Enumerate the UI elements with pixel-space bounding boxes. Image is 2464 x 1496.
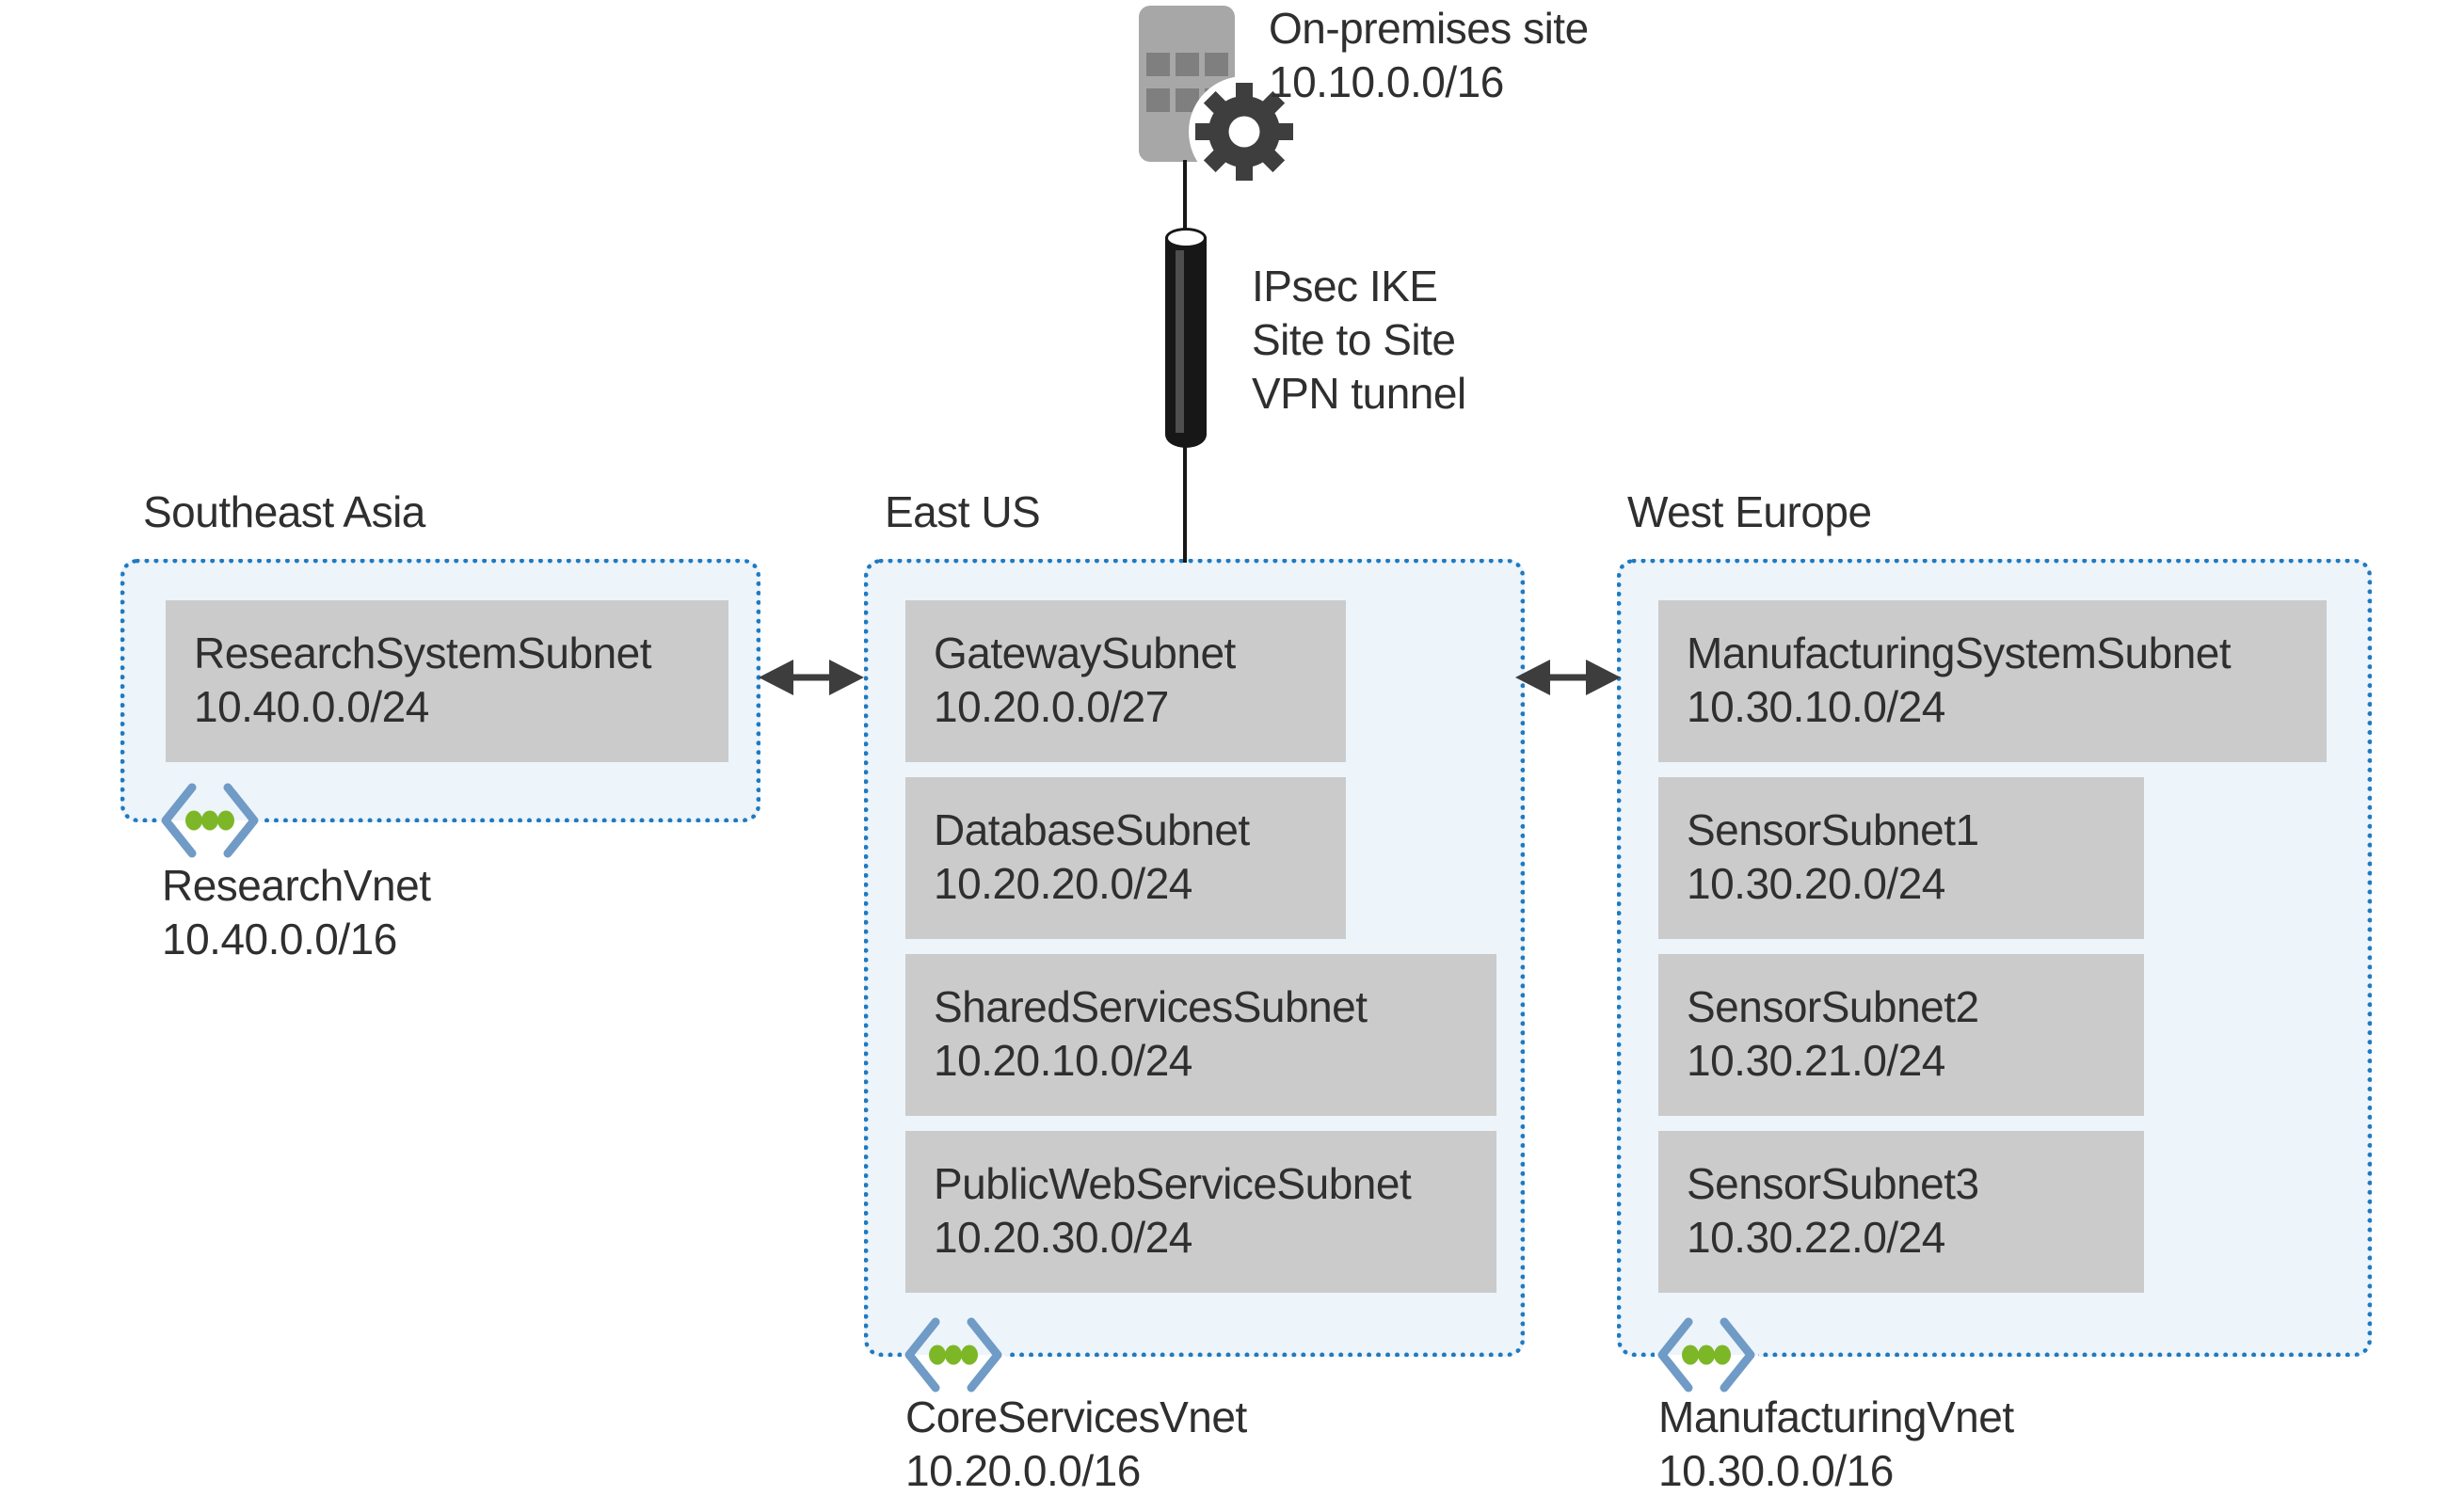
region-label-west-europe: West Europe xyxy=(1627,487,1872,536)
subnet-name: GatewaySubnet xyxy=(934,629,1236,677)
subnet-name: SharedServicesSubnet xyxy=(934,982,1368,1031)
subnet-box-researchsystem: ResearchSystemSubnet 10.40.0.0/24 xyxy=(166,600,728,762)
cylinder-body xyxy=(1165,237,1207,448)
vnet-label-research: ResearchVnet 10.40.0.0/16 xyxy=(162,859,431,966)
vnet-cidr-label: 10.30.0.0/16 xyxy=(1658,1446,1894,1495)
subnet-name: SensorSubnet1 xyxy=(1687,805,1979,854)
subnet-cidr: 10.20.20.0/24 xyxy=(934,859,1192,908)
subnet-box-database: DatabaseSubnet 10.20.20.0/24 xyxy=(905,777,1346,939)
vnet-icon xyxy=(1655,1313,1758,1397)
tunnel-label-line3: VPN tunnel xyxy=(1252,369,1466,418)
peering-arrow-icon xyxy=(1515,660,1621,695)
subnet-box-manufacturingsystem: ManufacturingSystemSubnet 10.30.10.0/24 xyxy=(1658,600,2327,762)
vpn-line-lower xyxy=(1183,444,1187,563)
subnet-cidr: 10.30.10.0/24 xyxy=(1687,682,1945,731)
vpn-line-upper xyxy=(1183,160,1187,233)
subnet-cidr: 10.30.21.0/24 xyxy=(1687,1036,1945,1085)
vnet-name-label: CoreServicesVnet xyxy=(905,1393,1247,1441)
subnet-box-sharedservices: SharedServicesSubnet 10.20.10.0/24 xyxy=(905,954,1496,1116)
subnet-name: DatabaseSubnet xyxy=(934,805,1250,854)
subnet-cidr: 10.40.0.0/24 xyxy=(194,682,429,731)
tunnel-label-line1: IPsec IKE xyxy=(1252,262,1438,310)
onprem-label-block: On-premises site 10.10.0.0/16 xyxy=(1269,2,1589,109)
subnet-cidr: 10.20.30.0/24 xyxy=(934,1213,1192,1262)
tunnel-label-line2: Site to Site xyxy=(1252,315,1456,364)
tunnel-label-block: IPsec IKE Site to Site VPN tunnel xyxy=(1252,260,1466,421)
subnet-box-sensor3: SensorSubnet3 10.30.22.0/24 xyxy=(1658,1131,2144,1293)
subnet-cidr: 10.20.0.0/27 xyxy=(934,682,1169,731)
vnet-label-manufacturing: ManufacturingVnet 10.30.0.0/16 xyxy=(1658,1391,2014,1496)
subnet-box-publicwebservice: PublicWebServiceSubnet 10.20.30.0/24 xyxy=(905,1131,1496,1293)
vnet-name-label: ResearchVnet xyxy=(162,861,431,910)
region-label-southeast-asia: Southeast Asia xyxy=(143,487,425,536)
onprem-cidr-label: 10.10.0.0/16 xyxy=(1269,57,1504,106)
subnet-cidr: 10.20.10.0/24 xyxy=(934,1036,1192,1085)
subnet-name: SensorSubnet2 xyxy=(1687,982,1979,1031)
gear-icon xyxy=(1189,76,1300,187)
subnet-name: ManufacturingSystemSubnet xyxy=(1687,629,2232,677)
subnet-cidr: 10.30.20.0/24 xyxy=(1687,859,1945,908)
building-window xyxy=(1146,88,1170,112)
cylinder-highlight xyxy=(1176,250,1184,433)
cylinder-top-cap xyxy=(1165,228,1207,248)
region-label-east-us: East US xyxy=(885,487,1041,536)
peering-arrow-icon xyxy=(759,660,864,695)
vnet-cidr-label: 10.20.0.0/16 xyxy=(905,1446,1141,1495)
vnet-icon xyxy=(902,1313,1005,1397)
subnet-box-gateway: GatewaySubnet 10.20.0.0/27 xyxy=(905,600,1346,762)
subnet-name: SensorSubnet3 xyxy=(1687,1159,1979,1208)
subnet-name: PublicWebServiceSubnet xyxy=(934,1159,1412,1208)
vnet-cidr-label: 10.40.0.0/16 xyxy=(162,915,397,963)
building-window xyxy=(1205,53,1228,76)
building-window xyxy=(1176,53,1199,76)
onprem-site-label: On-premises site xyxy=(1269,4,1589,53)
vpn-tunnel-cylinder-icon xyxy=(1165,228,1207,448)
building-window xyxy=(1146,53,1170,76)
subnet-box-sensor1: SensorSubnet1 10.30.20.0/24 xyxy=(1658,777,2144,939)
vnet-label-coreservices: CoreServicesVnet 10.20.0.0/16 xyxy=(905,1391,1247,1496)
subnet-cidr: 10.30.22.0/24 xyxy=(1687,1213,1945,1262)
vnet-icon xyxy=(158,778,262,863)
vnet-name-label: ManufacturingVnet xyxy=(1658,1393,2014,1441)
subnet-name: ResearchSystemSubnet xyxy=(194,629,652,677)
subnet-box-sensor2: SensorSubnet2 10.30.21.0/24 xyxy=(1658,954,2144,1116)
